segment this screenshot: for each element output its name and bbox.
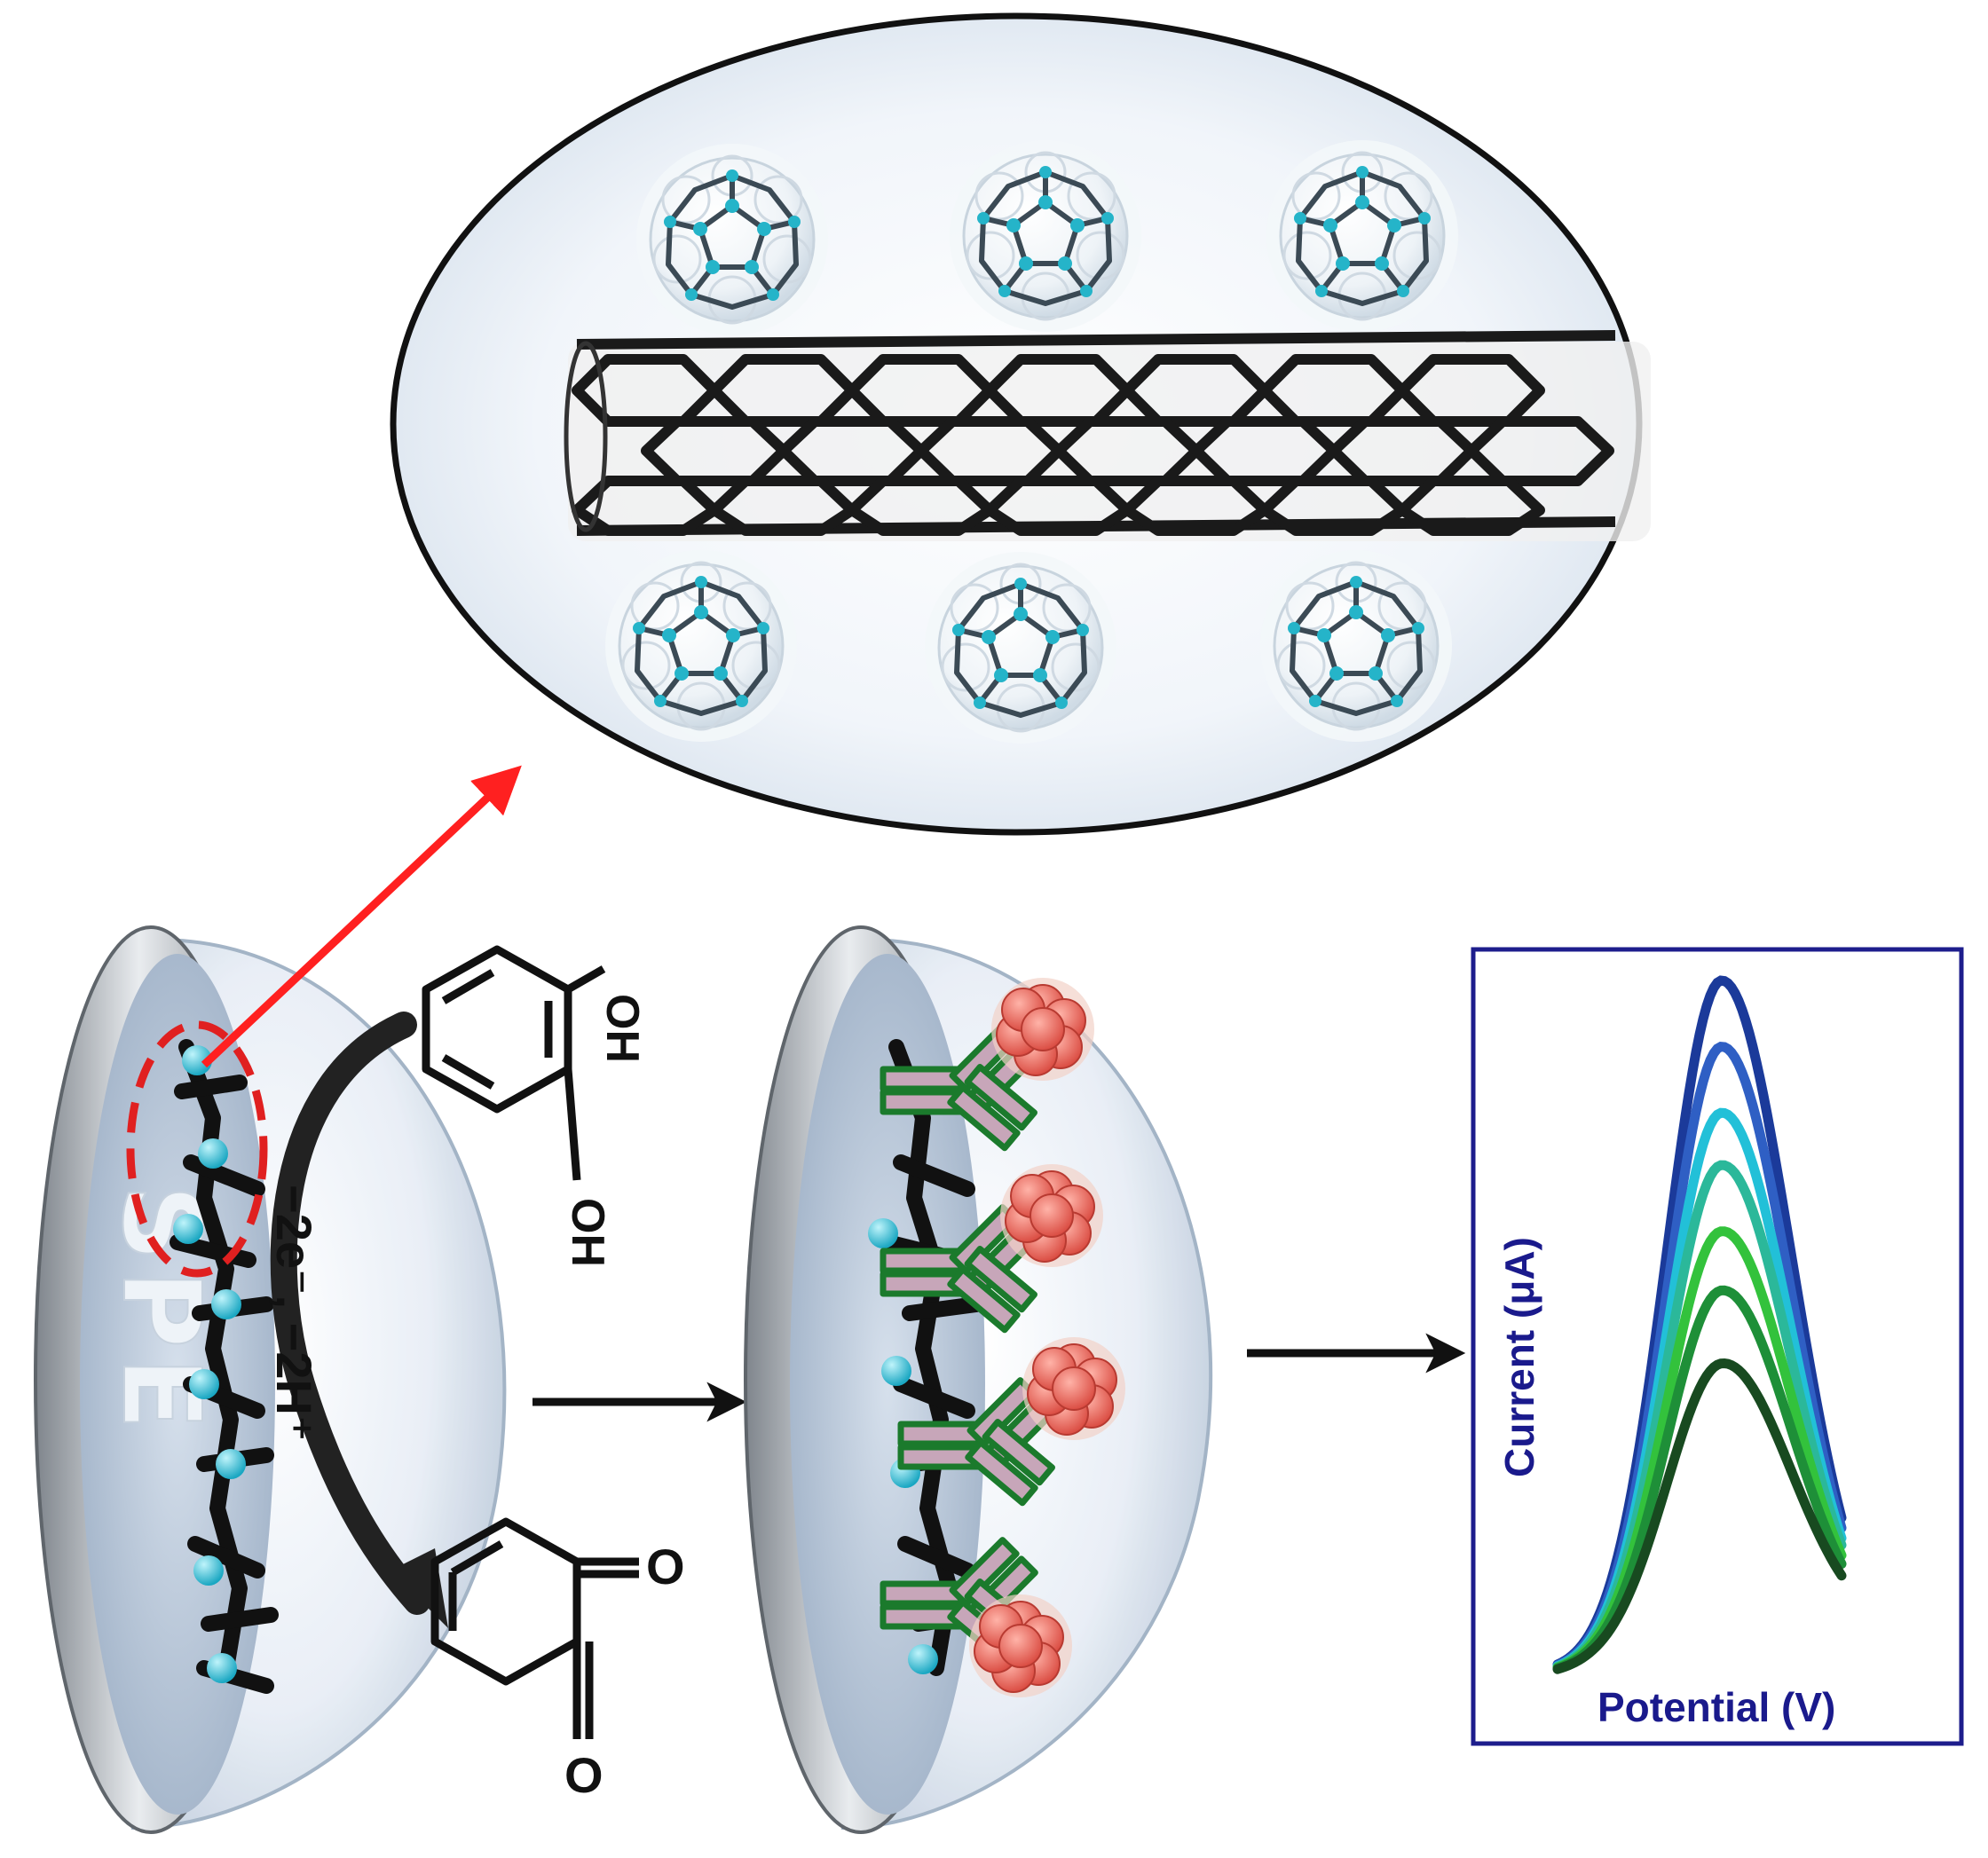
fullerene-icon bbox=[1260, 550, 1452, 742]
plot-frame bbox=[1471, 947, 1964, 1746]
x-axis-label: Potential (V) bbox=[1598, 1684, 1835, 1730]
dpv-plot: Current (μA) Potential (V) bbox=[1471, 947, 1964, 1746]
fullerene-icon bbox=[636, 144, 828, 335]
ketone-label: O bbox=[646, 1539, 685, 1594]
ketone-label: O bbox=[564, 1747, 604, 1803]
antigen-icon bbox=[990, 977, 1095, 1082]
fullerene-icon bbox=[925, 552, 1116, 744]
quinone-icon bbox=[430, 1517, 639, 1739]
fullerene-icon bbox=[605, 550, 797, 742]
hydroxyl-label: OH bbox=[596, 994, 648, 1063]
y-axis-label: Current (μA) bbox=[1496, 1237, 1542, 1477]
antigen-icon bbox=[999, 1163, 1104, 1268]
plot-curves bbox=[1552, 975, 1847, 1674]
catechol-icon bbox=[422, 945, 606, 1181]
reaction-conditions: −2e⁻, −2H⁺ bbox=[266, 1185, 322, 1442]
fullerene-icon bbox=[1266, 140, 1458, 332]
antigen-icon bbox=[1022, 1336, 1126, 1441]
dpv-curve-7 bbox=[1552, 1358, 1847, 1674]
antigen-icon bbox=[968, 1594, 1073, 1698]
nanotube-icon bbox=[564, 330, 1651, 541]
nanoparticle-dots bbox=[173, 1045, 246, 1683]
hydroxyl-label: OH bbox=[562, 1198, 613, 1267]
fullerene-icon bbox=[950, 140, 1141, 332]
zoom-inset bbox=[390, 12, 1651, 836]
zoom-arrow bbox=[201, 765, 522, 1068]
immunosensor-electrode bbox=[744, 925, 1212, 1834]
dashed-highlight bbox=[126, 1020, 268, 1278]
